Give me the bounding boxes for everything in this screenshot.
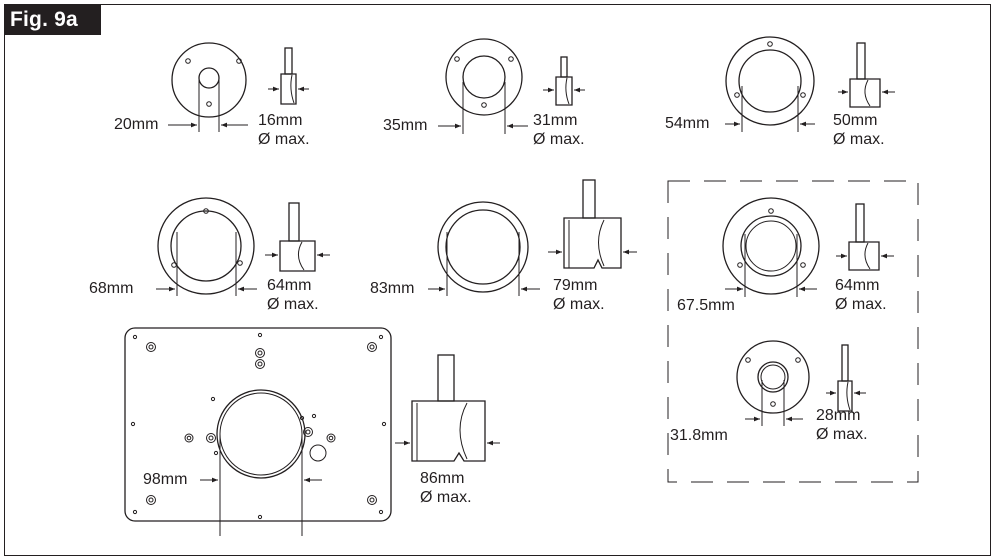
figure-label: Fig. 9a [4, 4, 101, 35]
bit-31mm [543, 56, 585, 106]
ring-54mm [725, 36, 815, 132]
ring-label-31-8mm: 31.8mm [670, 427, 728, 444]
ring-83mm [428, 201, 540, 296]
optional-rings-box [667, 180, 919, 483]
ring-label-83mm: 83mm [370, 280, 415, 297]
ring-label-20mm: 20mm [114, 116, 159, 133]
ring-label-67-5mm: 67.5mm [677, 297, 735, 314]
bit-28mm [826, 344, 866, 412]
figure-frame [4, 4, 991, 556]
ring-label-98mm: 98mm [143, 471, 188, 488]
bit-79mm [548, 179, 637, 269]
ring-67-5mm [722, 197, 820, 297]
ring-68mm [156, 197, 257, 296]
bit-86mm [395, 354, 500, 462]
bit-64mm [265, 202, 330, 272]
ring-35mm [438, 38, 528, 134]
base-plate [124, 327, 392, 536]
ring-label-68mm: 68mm [89, 280, 134, 297]
bit-16mm [268, 47, 309, 105]
ring-label-35mm: 35mm [383, 117, 428, 134]
ring-20mm [168, 42, 248, 132]
bit-64mm-b [836, 203, 894, 271]
ring-label-54mm: 54mm [665, 115, 710, 132]
bit-50mm [838, 42, 895, 108]
ring-31-8mm [736, 340, 810, 426]
